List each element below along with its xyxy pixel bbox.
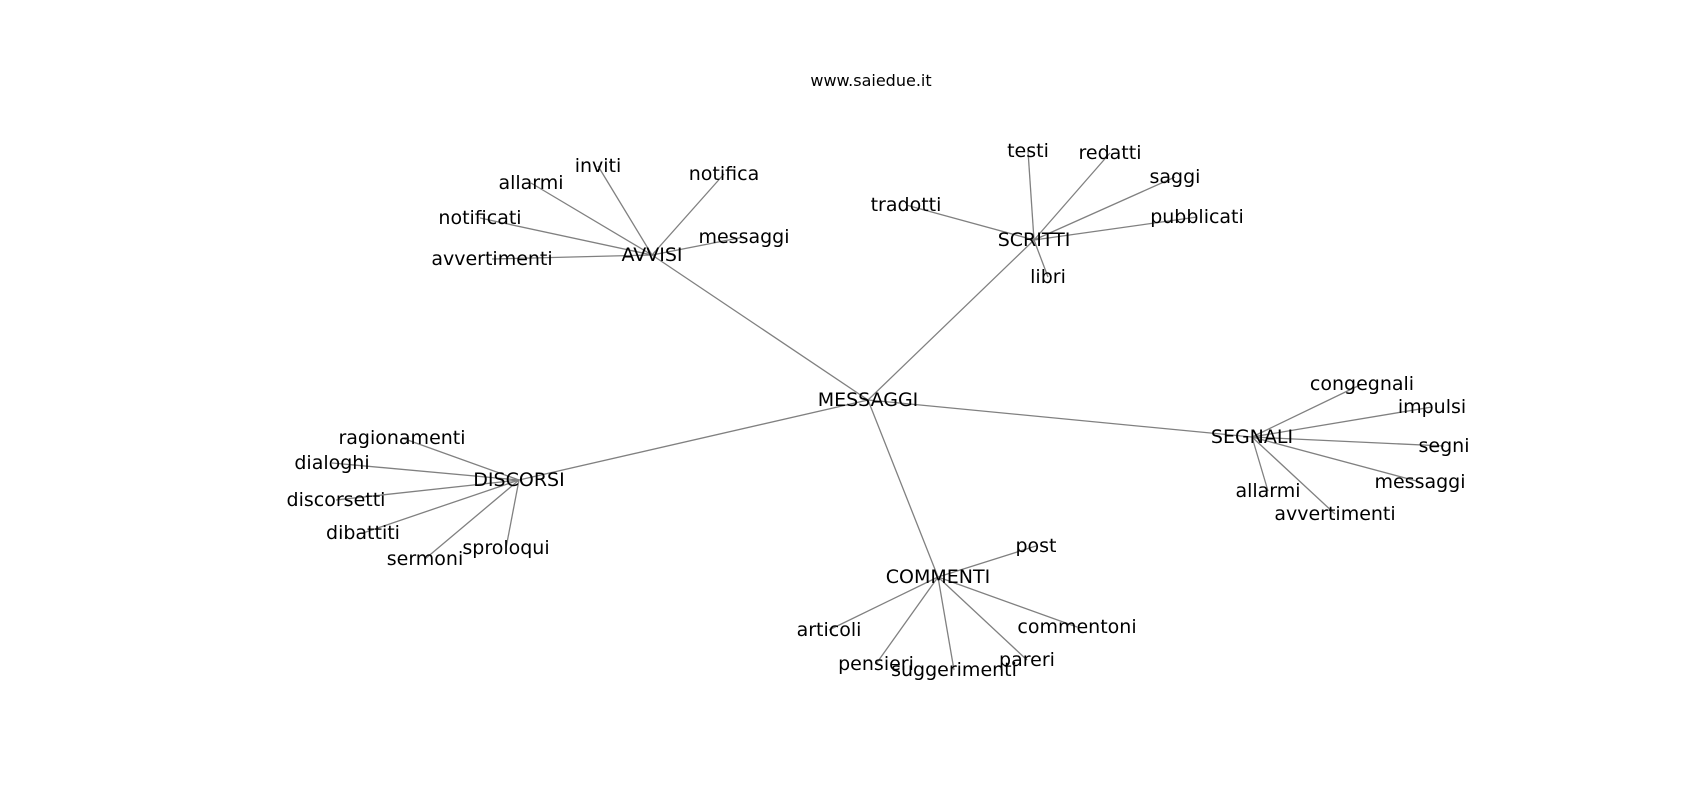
leaf-node-discorsi-dibattiti: dibattiti	[326, 522, 400, 544]
edge-scritti-pubblicati	[1033, 216, 1198, 241]
edges-layer	[331, 150, 1445, 671]
edge-commenti-articoli	[828, 576, 939, 631]
leaf-node-scritti-saggi: saggi	[1150, 166, 1201, 188]
leaf-node-segnali-congegnali: congegnali	[1310, 373, 1414, 395]
edge-avvisi-avvertimenti	[491, 254, 653, 260]
edge-scritti-tradotti	[905, 204, 1035, 241]
edge-commenti-suggerimenti	[937, 576, 955, 671]
hub-node-avvisi: AVVISI	[621, 244, 682, 266]
hub-node-segnali: SEGNALI	[1211, 426, 1293, 448]
leaf-node-segnali-avvertimenti: avvertimenti	[1274, 503, 1395, 525]
edge-segnali-segni	[1251, 436, 1445, 447]
leaf-node-discorsi-ragionamenti: ragionamenti	[338, 427, 465, 449]
leaf-node-commenti-pensieri: pensieri	[838, 653, 914, 675]
leaf-node-commenti-articoli: articoli	[797, 619, 862, 641]
edge-root-commenti	[867, 399, 939, 578]
edge-discorsi-dibattiti	[362, 479, 520, 534]
leaf-node-avvisi-messaggi: messaggi	[698, 226, 789, 248]
leaf-node-discorsi-sermoni: sermoni	[387, 548, 464, 570]
leaf-node-discorsi-dialoghi: dialoghi	[294, 452, 369, 474]
hub-node-discorsi: DISCORSI	[473, 469, 564, 491]
edge-segnali-allarmi	[1251, 436, 1269, 492]
leaf-node-avvisi-inviti: inviti	[575, 155, 622, 177]
edge-scritti-redatti	[1033, 152, 1111, 241]
leaf-node-scritti-libri: libri	[1030, 266, 1066, 288]
edge-discorsi-ragionamenti	[401, 437, 520, 481]
edge-discorsi-sproloqui	[505, 479, 520, 549]
leaf-node-scritti-testi: testi	[1007, 140, 1049, 162]
labels-layer: MESSAGGI AVVISI inviti allarmi notifica notif…	[287, 140, 1470, 681]
edge-avvisi-notificati	[479, 217, 653, 256]
leaf-node-commenti-suggerimenti: suggerimenti	[891, 659, 1017, 681]
leaf-node-scritti-pubblicati: pubblicati	[1150, 206, 1244, 228]
edge-commenti-post	[937, 545, 1037, 578]
edge-segnali-avvertimenti	[1251, 436, 1336, 515]
leaf-node-commenti-pareri: pareri	[999, 649, 1055, 671]
leaf-node-commenti-commentoni: commentoni	[1017, 616, 1136, 638]
leaf-node-avvisi-notificati: notificati	[438, 207, 521, 229]
edge-avvisi-messaggi	[651, 236, 745, 256]
leaf-node-segnali-segni: segni	[1419, 435, 1470, 457]
edge-scritti-testi	[1027, 150, 1035, 241]
leaf-node-segnali-allarmi: allarmi	[1235, 480, 1300, 502]
edge-avvisi-allarmi	[530, 182, 653, 256]
edge-segnali-impulsi	[1251, 406, 1433, 438]
root-node-label: MESSAGGI	[818, 389, 919, 411]
edge-segnali-congegnali	[1251, 383, 1363, 438]
edge-root-avvisi	[651, 254, 869, 401]
edge-commenti-commentoni	[937, 576, 1078, 628]
leaf-node-avvisi-allarmi: allarmi	[498, 172, 563, 194]
edge-segnali-messaggi	[1251, 436, 1421, 483]
edge-discorsi-dialoghi	[331, 462, 520, 481]
leaf-node-scritti-tradotti: tradotti	[871, 194, 942, 216]
leaf-node-commenti-post: post	[1015, 535, 1056, 557]
leaf-node-avvisi-notifica: notifica	[689, 163, 759, 185]
edge-commenti-pareri	[937, 576, 1028, 661]
leaf-node-segnali-impulsi: impulsi	[1398, 396, 1466, 418]
edge-scritti-saggi	[1033, 176, 1176, 241]
edge-root-segnali	[867, 399, 1253, 438]
edge-scritti-libri	[1033, 239, 1049, 278]
hub-node-commenti: COMMENTI	[886, 566, 990, 588]
leaf-node-avvisi-avvertimenti: avvertimenti	[431, 248, 552, 270]
leaf-node-discorsi-sproloqui: sproloqui	[462, 537, 549, 559]
edge-avvisi-notifica	[651, 173, 725, 256]
edge-commenti-pensieri	[875, 576, 939, 665]
edge-root-discorsi	[518, 399, 869, 481]
leaf-node-segnali-messaggi: messaggi	[1374, 471, 1465, 493]
leaf-node-discorsi-discorsetti: discorsetti	[287, 489, 386, 511]
edge-discorsi-sermoni	[424, 479, 520, 560]
leaf-node-scritti-redatti: redatti	[1079, 142, 1142, 164]
site-watermark: www.saiedue.it	[810, 71, 932, 90]
edge-root-scritti	[867, 239, 1035, 401]
hub-node-scritti: SCRITTI	[998, 229, 1071, 251]
edge-avvisi-inviti	[597, 165, 653, 256]
edge-discorsi-discorsetti	[335, 479, 520, 501]
